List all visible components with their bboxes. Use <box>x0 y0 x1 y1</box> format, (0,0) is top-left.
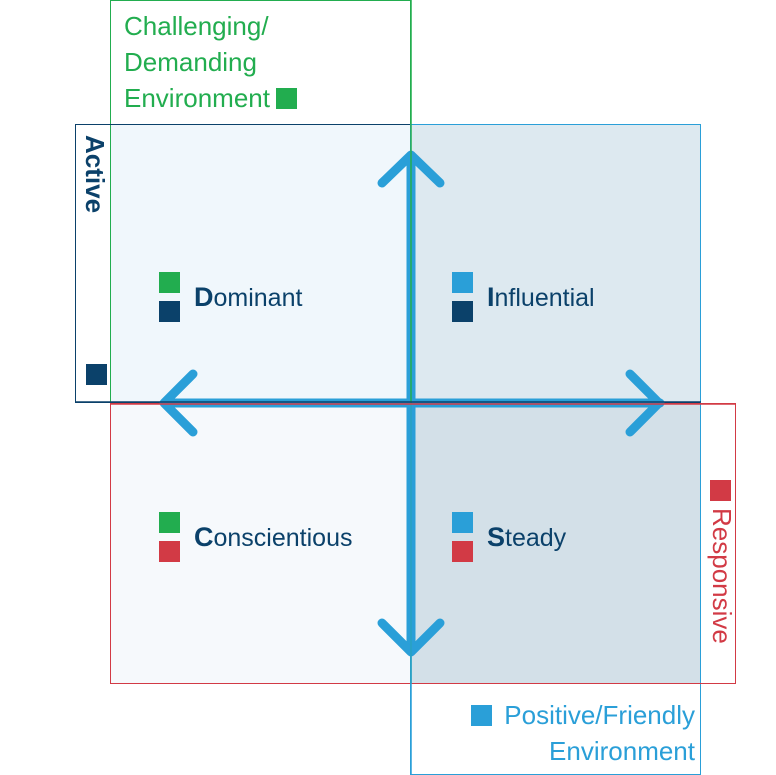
navy-square-icon <box>86 364 107 385</box>
challenging-label-line3: Environment <box>124 83 270 113</box>
quadrant-dominant-label: Dominant <box>194 282 302 313</box>
quadrant-influential-bg <box>411 125 700 403</box>
blue-square-icon <box>471 705 493 726</box>
quadrant-initial: I <box>487 281 495 312</box>
red-square-icon <box>710 480 731 501</box>
navy-square-icon <box>159 301 180 322</box>
navy-square-icon <box>452 301 473 322</box>
green-square-icon <box>159 272 180 293</box>
blue-square-icon <box>452 512 473 533</box>
positive-label-line2: Environment <box>549 736 695 766</box>
quadrant-dominant: Dominant <box>159 272 302 322</box>
quadrant-conscientious-label: Conscientious <box>194 522 352 553</box>
green-square-icon <box>275 88 297 109</box>
quadrant-influential-label: Influential <box>487 282 595 313</box>
quadrant-influential: Influential <box>452 272 595 322</box>
quadrant-steady-label: Steady <box>487 522 566 553</box>
green-square-icon <box>159 512 180 533</box>
quadrant-name-rest: teady <box>505 523 567 552</box>
responsive-label-text: Responsive <box>707 508 737 644</box>
quadrant-dominant-bg <box>111 125 410 403</box>
quadrant-initial: S <box>487 521 506 552</box>
active-label: Active <box>78 135 110 385</box>
red-square-icon <box>452 541 473 562</box>
active-label-text: Active <box>80 135 110 214</box>
quadrant-initial: D <box>194 281 214 312</box>
quadrant-name-rest: ominant <box>213 283 303 312</box>
quadrant-initial: C <box>194 521 214 552</box>
responsive-label: Responsive <box>705 480 737 670</box>
challenging-label-line1: Challenging/ <box>124 11 269 41</box>
quadrant-name-rest: onscientious <box>213 523 353 552</box>
challenging-label-line2: Demanding <box>124 47 257 77</box>
red-square-icon <box>159 541 180 562</box>
quadrant-name-rest: nfluential <box>494 283 595 312</box>
challenging-environment-label: Challenging/ Demanding Environment <box>124 8 297 116</box>
quadrant-conscientious: Conscientious <box>159 512 352 562</box>
blue-square-icon <box>452 272 473 293</box>
positive-environment-label: Positive/Friendly Environment <box>430 697 695 769</box>
positive-label-line1: Positive/Friendly <box>504 700 695 730</box>
quadrant-steady: Steady <box>452 512 566 562</box>
